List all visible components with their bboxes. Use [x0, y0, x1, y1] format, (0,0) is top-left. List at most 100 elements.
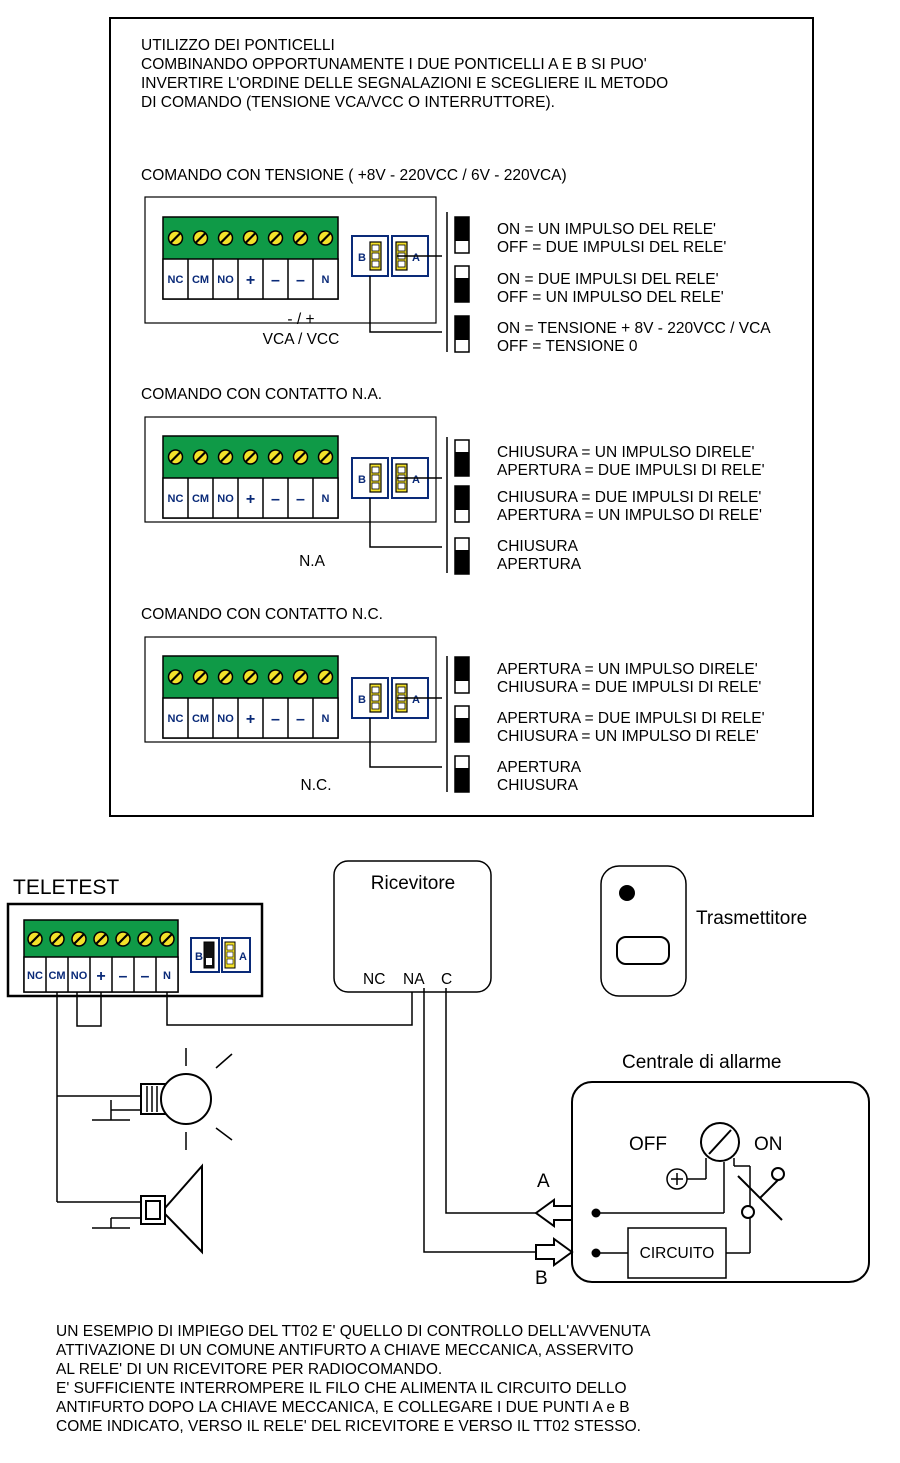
note-text: CHIUSURA = UN IMPULSO DI RELE' — [497, 728, 759, 745]
note-text: ON = DUE IMPULSI DEL RELE' — [497, 271, 719, 288]
footer-description: UN ESEMPIO DI IMPIEGO DEL TT02 E' QUELLO… — [56, 1323, 651, 1435]
terminal-plus: + — [246, 272, 255, 289]
transmitter-label: Trasmettitore — [696, 908, 807, 929]
device-title: TELETEST — [13, 876, 119, 899]
terminal-block: NC CM NO + – – N — [162, 216, 339, 300]
jumper-heading: UTILIZZO DEI PONTICELLI COMBINANDO OPPOR… — [141, 37, 668, 111]
arrow-b-icon — [535, 1237, 574, 1267]
receiver-terminal-c: C — [441, 971, 452, 988]
terminal-minus-2: – — [296, 491, 305, 508]
note-text: CHIUSURA — [497, 777, 579, 794]
terminal-plus: + — [96, 968, 105, 985]
section-title: COMANDO CON CONTATTO N.C. — [141, 606, 383, 623]
note-text: CHIUSURA = DUE IMPULSI DI RELE' — [497, 679, 761, 696]
jumper-b-label: B — [358, 474, 366, 486]
footer-line: E' SUFFICIENTE INTERROMPERE IL FILO CHE … — [56, 1380, 627, 1397]
heading-line-1: UTILIZZO DEI PONTICELLI — [141, 37, 335, 54]
jumper-a-label: A — [239, 951, 247, 963]
wire-na-to-b — [423, 988, 572, 1253]
key-on-label: ON — [754, 1134, 783, 1155]
note-text: CHIUSURA = DUE IMPULSI DI RELE' — [497, 489, 761, 506]
receiver-title: Ricevitore — [371, 873, 455, 894]
note-text: APERTURA = DUE IMPULSI DI RELE' — [497, 462, 765, 479]
footer-line: AL RELE' DI UN RICEVITORE PER RADIOCOMAN… — [56, 1361, 442, 1378]
section-title: COMANDO CON TENSIONE ( +8V - 220VCC / 6V… — [141, 167, 567, 184]
note-text: APERTURA — [497, 556, 582, 573]
circuit-label: CIRCUITO — [640, 1245, 715, 1262]
jumper-b-label: B — [195, 951, 203, 963]
note-text: OFF = DUE IMPULSI DEL RELE' — [497, 239, 726, 256]
terminal-minus-1: – — [119, 968, 128, 985]
input-type-label: VCA / VCC — [263, 331, 340, 348]
jumper-a-label: A — [412, 694, 420, 706]
receiver-terminal-na: NA — [403, 971, 425, 988]
device-outline — [144, 636, 437, 743]
note-text: APERTURA = UN IMPULSO DIRELE' — [497, 661, 758, 678]
transmitter-icon — [600, 865, 687, 997]
terminal-nc: NC — [168, 493, 184, 505]
point-b-label: B — [535, 1268, 548, 1289]
note-text: CHIUSURA = UN IMPULSO DIRELE' — [497, 444, 755, 461]
note-text: ON = UN IMPULSO DEL RELE' — [497, 221, 716, 238]
siren-icon — [92, 1163, 203, 1255]
jumper-states — [454, 656, 470, 793]
terminal-n: N — [322, 274, 330, 286]
note-text: CHIUSURA — [497, 538, 579, 555]
terminal-minus-2: – — [296, 272, 305, 289]
note-text: APERTURA — [497, 759, 582, 776]
jumper-b-label: B — [358, 252, 366, 264]
jumper-states — [454, 439, 470, 575]
terminal-nc: NC — [27, 970, 43, 982]
wire-c-to-a — [445, 988, 572, 1214]
key-off-label: OFF — [629, 1134, 667, 1155]
input-type-label: N.A — [299, 553, 326, 570]
terminal-plus: + — [246, 491, 255, 508]
terminal-minus-1: – — [271, 491, 280, 508]
device-outline — [144, 416, 437, 523]
terminal-minus-2: – — [141, 968, 150, 985]
teletest-terminal-block: NC CM NO + – – N — [23, 919, 179, 993]
terminal-block: NC CM NO + – – N — [162, 655, 339, 739]
note-text: OFF = UN IMPULSO DEL RELE' — [497, 289, 724, 306]
terminal-n: N — [322, 493, 330, 505]
footer-line: ATTIVAZIONE DI UN COMUNE ANTIFURTO A CHI… — [56, 1342, 634, 1359]
terminal-block: NC CM NO + – – N — [162, 435, 339, 519]
receiver-box — [333, 860, 492, 993]
section-contact-nc: COMANDO CON CONTATTO N.C. NC CM NO + – –… — [141, 606, 765, 794]
jumper-a-label: A — [412, 474, 420, 486]
terminal-cm: CM — [48, 970, 65, 982]
terminal-n: N — [322, 713, 330, 725]
jumper-a-label: A — [412, 252, 420, 264]
terminal-minus-2: – — [296, 711, 305, 728]
plus-terminal-icon — [666, 1158, 707, 1190]
terminal-nc: NC — [168, 274, 184, 286]
input-type-label: N.C. — [301, 777, 332, 794]
teletest-jumpers: B A — [190, 937, 251, 973]
note-text: APERTURA = UN IMPULSO DI RELE' — [497, 507, 762, 524]
section-title: COMANDO CON CONTATTO N.A. — [141, 386, 382, 403]
note-text: ON = TENSIONE + 8V - 220VCC / VCA — [497, 320, 771, 337]
terminal-no: NO — [71, 970, 88, 982]
footer-line: COME INDICATO, VERSO IL RELE' DEL RICEVI… — [56, 1418, 641, 1435]
receiver-terminal-nc: NC — [363, 971, 385, 988]
note-text: OFF = TENSIONE 0 — [497, 338, 638, 355]
wire-n-to-na — [166, 988, 413, 1026]
terminal-plus: + — [246, 711, 255, 728]
arrow-a-icon — [534, 1198, 573, 1228]
jumper-b-label: B — [358, 694, 366, 706]
scissors-icon — [737, 1167, 785, 1221]
heading-line-4: DI COMANDO (TENSIONE VCA/VCC O INTERRUTT… — [141, 94, 555, 111]
wiring-diagram: TELETEST NC CM NO + – – N B — [6, 860, 870, 1289]
point-a-label: A — [537, 1171, 550, 1192]
terminal-no: NO — [217, 493, 234, 505]
lamp-icon — [92, 1048, 233, 1150]
terminal-minus-1: – — [271, 272, 280, 289]
section-voltage: COMANDO CON TENSIONE ( +8V - 220VCC / 6V… — [141, 167, 771, 355]
section-contact-na: COMANDO CON CONTATTO N.A. NC CM NO + – –… — [141, 386, 765, 575]
alarm-title: Centrale di allarme — [622, 1052, 781, 1073]
heading-line-2: COMBINANDO OPPORTUNAMENTE I DUE PONTICEL… — [141, 56, 647, 73]
terminal-cm: CM — [192, 493, 209, 505]
terminal-cm: CM — [192, 274, 209, 286]
note-text: APERTURA = DUE IMPULSI DI RELE' — [497, 710, 765, 727]
